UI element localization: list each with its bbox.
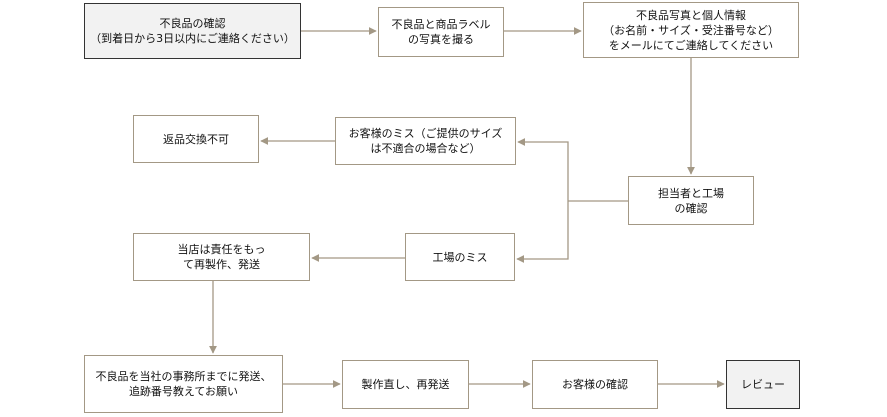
node-photo: 不良品と商品ラベルの写真を撮る (378, 7, 504, 57)
node-factory-check-line-1: 担当者と工場 (658, 186, 724, 200)
node-customer-confirm: お客様の確認 (532, 360, 658, 409)
node-confirm-defect-line-1: 不良品の確認 (159, 17, 226, 30)
node-send-back-line-2: 追跡番号教えてお願い (128, 385, 239, 398)
node-remake-line-1: 当店は責任をもっ (177, 243, 266, 256)
node-no-return: 返品交換不可 (133, 115, 259, 163)
edge-branch-to-customer-error (517, 138, 569, 201)
node-email-line-2: （お名前・サイズ・受注番号など） (603, 23, 779, 37)
node-no-return-line-1: 返品交換不可 (163, 132, 229, 146)
node-customer-error-line-1: お客様のミス（ご提供のサイズ (348, 127, 503, 140)
node-email-line-1: 不良品写真と個人情報 (635, 8, 746, 22)
node-review: レビュー (726, 360, 800, 409)
node-confirm-defect: 不良品の確認 （到着日から3日以内にご連絡ください） (84, 3, 301, 59)
node-factory-check: 担当者と工場の確認 (628, 176, 754, 225)
node-remake-line-2: て再製作、発送 (183, 258, 260, 271)
node-email-line-3: をメールにてご連絡してください (608, 38, 774, 52)
node-factory-error-line-1: 工場のミス (432, 250, 488, 264)
node-customer-confirm-line-1: お客様の確認 (562, 378, 628, 391)
node-factory-check-line-2: の確認 (674, 201, 708, 215)
node-review-line-1: レビュー (741, 378, 785, 391)
node-photo-line-2: の写真を撮る (408, 33, 474, 46)
node-factory-error: 工場のミス (405, 233, 515, 281)
node-photo-line-1: 不良品と商品ラベル (391, 18, 491, 31)
edge-branch-to-factory-error (516, 201, 569, 263)
node-remake-ship: 製作直し、再発送 (342, 360, 469, 409)
node-confirm-defect-line-2: （到着日から3日以内にご連絡ください） (90, 32, 295, 45)
node-remake: 当店は責任をもって再製作、発送 (133, 233, 310, 281)
node-send-back-line-1: 不良品を当社の事務所までに発送、 (95, 370, 272, 383)
node-email: 不良品写真と個人情報（お名前・サイズ・受注番号など）をメールにてご連絡してくださ… (583, 2, 799, 58)
node-send-back: 不良品を当社の事務所までに発送、追跡番号教えてお願い (84, 355, 283, 413)
node-customer-error: お客様のミス（ご提供のサイズは不適合の場合など） (335, 117, 516, 165)
node-remake-ship-line-1: 製作直し、再発送 (361, 378, 450, 391)
node-customer-error-line-2: は不適合の場合など） (370, 142, 481, 155)
